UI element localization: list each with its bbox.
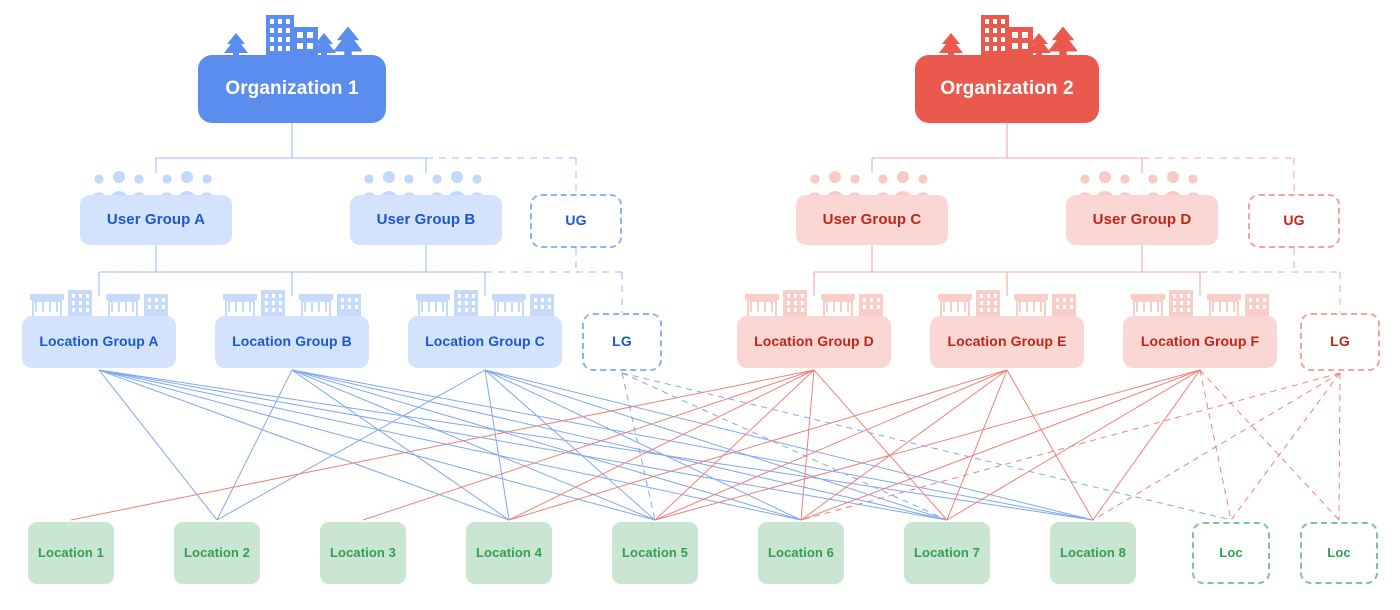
- membership-edge-blue-3: [98, 369, 802, 521]
- location-node-1[interactable]: Location 1: [28, 522, 114, 584]
- membership-edge-red-dashed-0: [1199, 369, 1232, 521]
- membership-edge-blue-dashed-2: [621, 372, 1232, 521]
- location-group-placeholder-1-label: LG: [612, 333, 632, 350]
- membership-edge-blue-10: [291, 369, 948, 521]
- location-node-8-label: Location 8: [1059, 544, 1126, 560]
- membership-edge-red-0: [70, 369, 815, 521]
- membership-edge-blue-5: [98, 369, 1094, 521]
- location-placeholder-1[interactable]: Loc: [1192, 522, 1270, 584]
- location-group-node-6-label: Location Group F: [1140, 333, 1260, 350]
- membership-edge-red-13: [946, 369, 1201, 521]
- location-group-placeholder-2-label: LG: [1330, 333, 1350, 350]
- location-node-4-label: Location 4: [475, 544, 542, 560]
- membership-edge-blue-6: [216, 369, 293, 521]
- location-node-3-label: Location 3: [329, 544, 396, 560]
- membership-edge-red-12: [800, 369, 1201, 521]
- user-group-node-4[interactable]: User Group D: [1066, 195, 1218, 245]
- user-group-placeholder-1[interactable]: UG: [530, 194, 622, 248]
- membership-edge-blue-7: [291, 369, 510, 521]
- organization-node-2[interactable]: Organization 2: [915, 55, 1099, 123]
- location-node-5[interactable]: Location 5: [612, 522, 698, 584]
- membership-edge-blue-11: [291, 369, 1094, 521]
- location-group-node-5-label: Location Group E: [947, 333, 1067, 350]
- user-group-node-1-label: User Group A: [106, 210, 206, 228]
- membership-edge-blue-dashed-0: [621, 372, 656, 521]
- location-node-6-label: Location 6: [767, 544, 834, 560]
- user-group-placeholder-1-label: UG: [565, 212, 587, 229]
- membership-edge-red-10: [1006, 369, 1094, 521]
- membership-edge-blue-1: [98, 369, 510, 521]
- membership-edge-red-4: [800, 369, 815, 521]
- membership-edge-red-dashed-3: [1092, 372, 1341, 521]
- user-group-node-3[interactable]: User Group C: [796, 195, 948, 245]
- location-node-6[interactable]: Location 6: [758, 522, 844, 584]
- location-placeholder-2[interactable]: Loc: [1300, 522, 1378, 584]
- membership-edge-red-11: [654, 369, 1201, 521]
- membership-edge-blue-2: [98, 369, 656, 521]
- location-node-3[interactable]: Location 3: [320, 522, 406, 584]
- user-group-node-2[interactable]: User Group B: [350, 195, 502, 245]
- membership-edge-red-3: [654, 369, 815, 521]
- membership-edge-blue-12: [216, 369, 486, 521]
- location-node-1-label: Location 1: [37, 544, 104, 560]
- membership-edge-blue-4: [98, 369, 948, 521]
- location-group-node-3[interactable]: Location Group C: [408, 316, 562, 368]
- location-node-4[interactable]: Location 4: [466, 522, 552, 584]
- membership-edge-red-2: [508, 369, 815, 521]
- membership-edge-blue-15: [484, 369, 802, 521]
- location-node-5-label: Location 5: [621, 544, 688, 560]
- membership-edge-red-1: [362, 369, 815, 521]
- membership-edge-red-8: [800, 369, 1008, 521]
- location-group-node-5[interactable]: Location Group E: [930, 316, 1084, 368]
- membership-edge-blue-dashed-1: [621, 372, 948, 521]
- location-group-node-4-label: Location Group D: [754, 333, 874, 350]
- location-group-node-4[interactable]: Location Group D: [737, 316, 891, 368]
- user-group-node-2-label: User Group B: [376, 210, 476, 228]
- membership-edge-red-dashed-5: [1338, 372, 1341, 521]
- user-group-placeholder-2-label: UG: [1283, 212, 1305, 229]
- location-placeholder-1-label: Loc: [1219, 544, 1243, 560]
- membership-edge-blue-14: [484, 369, 656, 521]
- membership-edge-blue-13: [484, 369, 510, 521]
- location-group-node-1-label: Location Group A: [39, 333, 159, 350]
- location-group-placeholder-2[interactable]: LG: [1300, 313, 1380, 371]
- location-placeholder-2-label: Loc: [1327, 544, 1351, 560]
- membership-edge-blue-16: [484, 369, 948, 521]
- location-group-placeholder-1[interactable]: LG: [582, 313, 662, 371]
- user-group-node-3-label: User Group C: [822, 210, 922, 228]
- organization-node-2-label: Organization 2: [940, 77, 1074, 99]
- membership-edge-red-7: [654, 369, 1008, 521]
- membership-edge-blue-9: [291, 369, 802, 521]
- location-node-7[interactable]: Location 7: [904, 522, 990, 584]
- organization-node-1-label: Organization 1: [225, 77, 359, 99]
- membership-edge-red-9: [946, 369, 1008, 521]
- membership-edge-red-dashed-4: [1230, 372, 1341, 521]
- location-group-node-6[interactable]: Location Group F: [1123, 316, 1277, 368]
- location-node-8[interactable]: Location 8: [1050, 522, 1136, 584]
- membership-edge-red-6: [508, 369, 1008, 521]
- location-group-node-1[interactable]: Location Group A: [22, 316, 176, 368]
- location-node-2-label: Location 2: [183, 544, 250, 560]
- membership-edge-red-5: [813, 369, 948, 521]
- location-group-node-2-label: Location Group B: [232, 333, 352, 350]
- organization-node-1[interactable]: Organization 1: [198, 55, 386, 123]
- location-group-node-3-label: Location Group C: [425, 333, 545, 350]
- user-group-node-1[interactable]: User Group A: [80, 195, 232, 245]
- location-group-node-2[interactable]: Location Group B: [215, 316, 369, 368]
- user-group-node-4-label: User Group D: [1092, 210, 1192, 228]
- user-group-placeholder-2[interactable]: UG: [1248, 194, 1340, 248]
- location-node-7-label: Location 7: [913, 544, 980, 560]
- location-node-2[interactable]: Location 2: [174, 522, 260, 584]
- membership-edge-blue-8: [291, 369, 656, 521]
- membership-edge-red-dashed-1: [1199, 369, 1340, 521]
- membership-edge-blue-0: [98, 369, 218, 521]
- membership-edge-blue-17: [484, 369, 1094, 521]
- membership-edge-red-14: [1092, 369, 1201, 521]
- membership-edge-red-dashed-2: [800, 372, 1341, 521]
